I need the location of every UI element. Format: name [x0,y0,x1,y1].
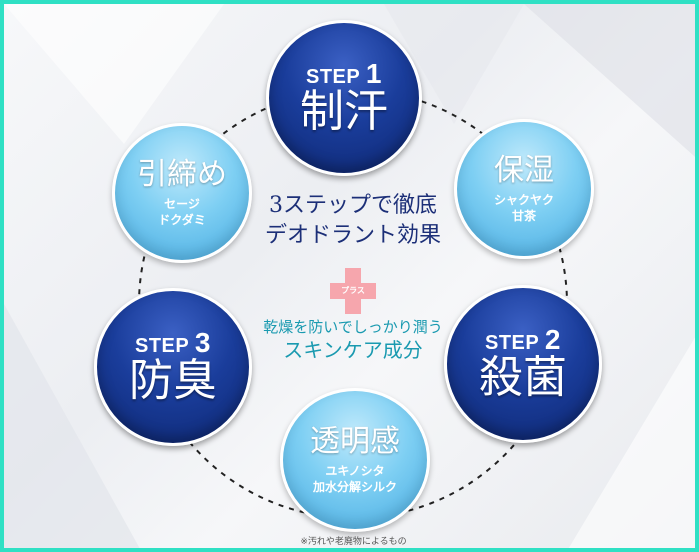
center-heading-line1: 3ステップで徹底 [269,193,437,218]
hikishime-ingredients: セージ ドクダミ [158,196,206,228]
toumeikan-title: 透明感 [310,423,400,459]
center-sub-line1: 乾燥を防いでしっかり潤う [263,318,443,336]
center-heading-line2: デオドラント効果 [264,222,441,248]
hoshitsu-circle: 保湿 シャクヤク 甘茶 [454,119,594,259]
toumeikan-circle: 透明感 ユキノシタ 加水分解シルク [280,388,430,532]
plus-label: プラス [341,286,365,295]
toumeikan-ingredients: ユキノシタ 加水分解シルク [313,463,397,495]
hoshitsu-title: 保湿 [494,152,554,188]
toumeikan-ingredient-1: ユキノシタ [325,464,385,479]
center-heading: 3ステップで徹底 デオドラント効果 [253,191,453,250]
step2-number: 2 [544,323,561,355]
hikishime-ingredient-2: ドクダミ [158,213,206,228]
background-polygons [4,4,695,548]
center-sub-line2: スキンケア成分 [283,338,423,363]
step3-circle: STEP 3 防臭 [94,288,252,446]
step1-label: STEP 1 [305,57,382,89]
step2-label-text: STEP [484,331,539,354]
hoshitsu-ingredient-1: シャクヤク [493,193,554,208]
step3-title: 防臭 [129,354,217,406]
step2-title: 殺菌 [479,351,567,403]
step2-circle: STEP 2 殺菌 [444,285,602,443]
plus-icon: プラス [330,268,376,314]
hikishime-circle: 引締め セージ ドクダミ [112,123,252,263]
step1-number: 1 [365,57,382,89]
toumeikan-ingredient-2: 加水分解シルク [312,480,397,495]
hoshitsu-ingredients: シャクヤク 甘茶 [494,192,554,224]
hoshitsu-ingredient-2: 甘茶 [511,209,536,224]
hikishime-ingredient-1: セージ [164,197,200,212]
step2-label: STEP 2 [484,323,561,355]
step3-label-text: STEP [134,334,189,357]
footnote: ※汚れや老廃物によるもの [300,537,407,547]
step1-circle: STEP 1 制汗 [266,20,422,176]
hikishime-title: 引締め [137,156,227,192]
step1-title: 制汗 [300,85,388,137]
step1-label-text: STEP [305,65,360,88]
center-subheading: 乾燥を防いでしっかり潤う スキンケア成分 [236,317,470,364]
step3-number: 3 [194,326,211,358]
step3-label: STEP 3 [134,326,211,358]
